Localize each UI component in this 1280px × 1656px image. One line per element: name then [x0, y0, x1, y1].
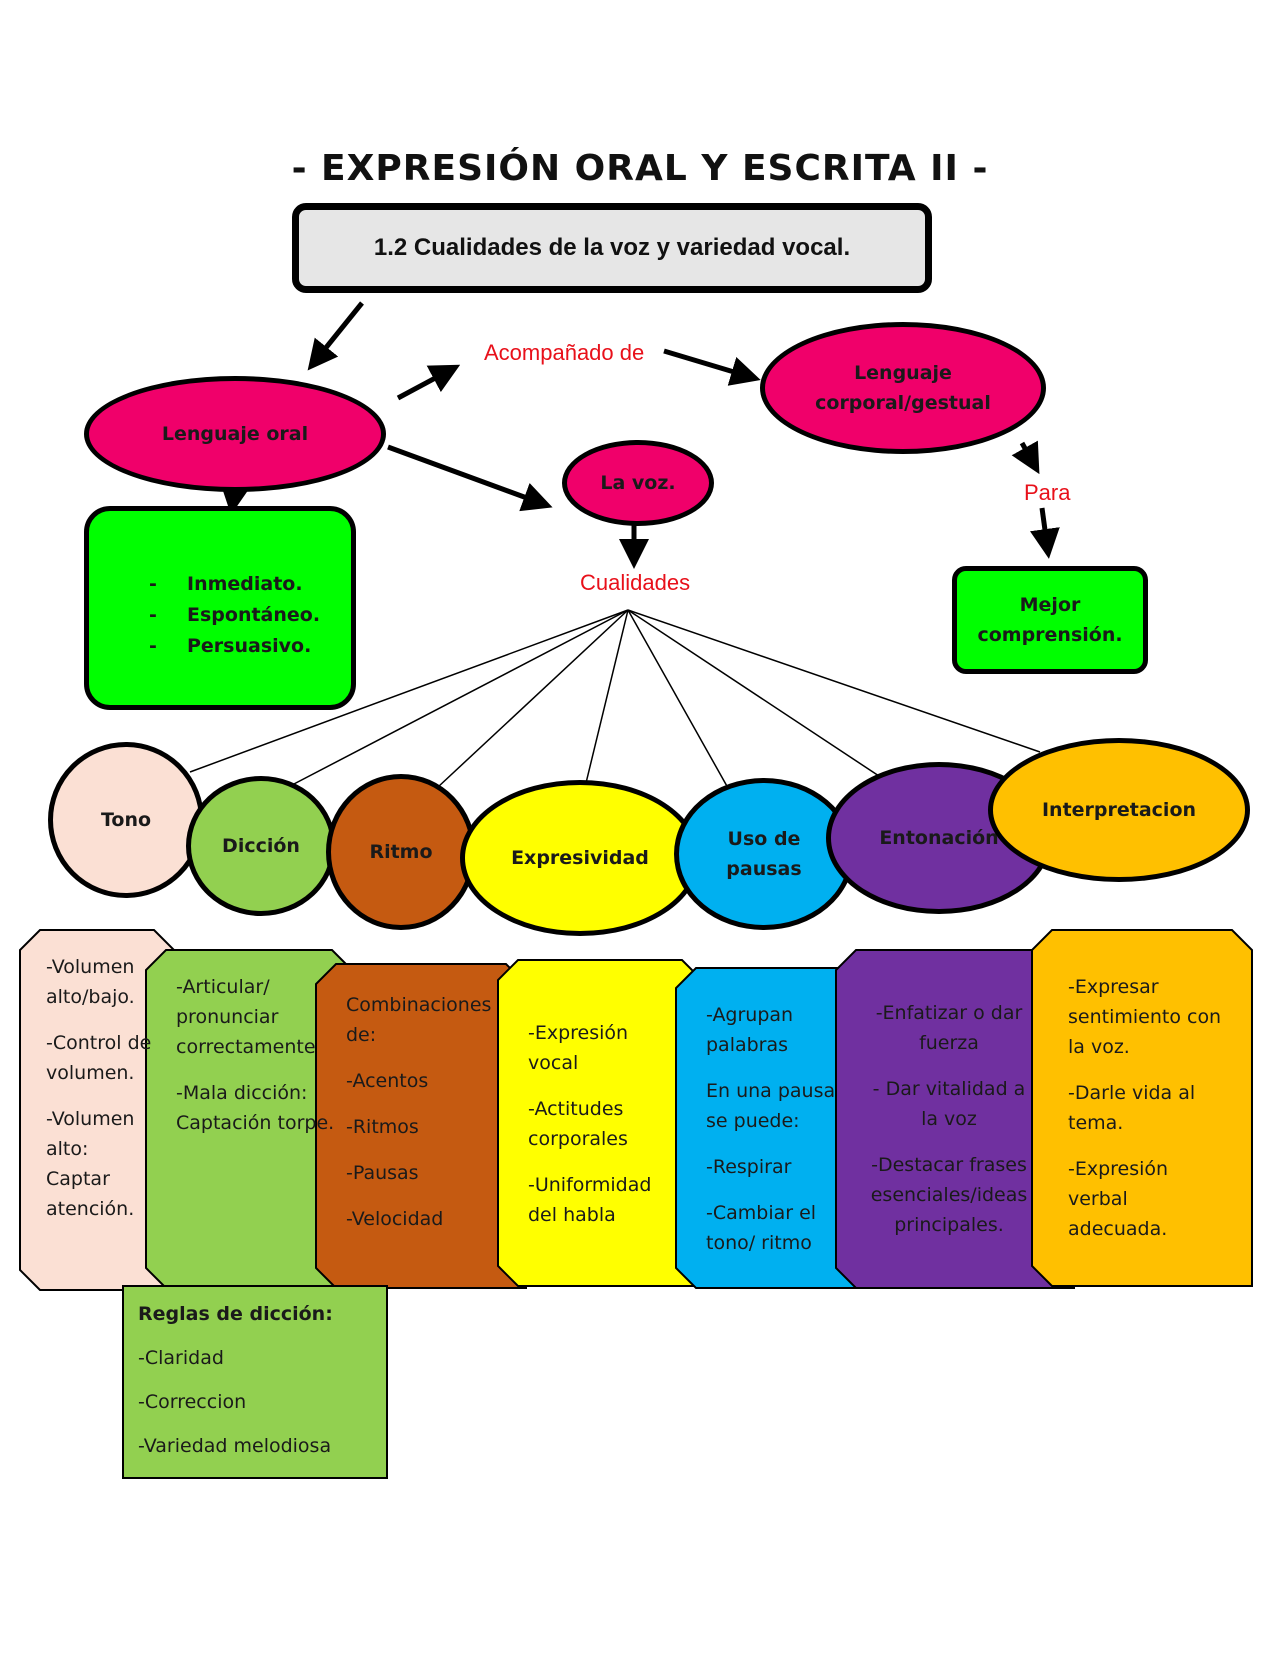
arrow-oral-to-voz — [387, 444, 553, 512]
node-lenguaje-oral: Lenguaje oral — [84, 376, 386, 492]
diccion-rule: -Correccion — [138, 1391, 247, 1413]
detail-text: -Expresión vocal — [528, 1022, 629, 1074]
quality-tono: Tono — [48, 742, 204, 898]
quality-expresividad: Expresividad — [460, 780, 700, 936]
detail-text: -Ritmos — [346, 1116, 419, 1138]
detail-card-diccion: -Articular/ pronunciar correctamente -Ma… — [176, 952, 338, 1154]
detail-text: -Actitudes corporales — [528, 1098, 628, 1150]
quality-interpretacion: Interpretacion — [988, 738, 1250, 882]
detail-text: -Pausas — [346, 1162, 419, 1184]
oral-features-box: - Inmediato. - Espontáneo. - Persuasivo. — [84, 506, 356, 710]
detail-text: -Uniformidad del habla — [528, 1174, 652, 1226]
detail-card-pausas: -Agrupan palabras En una pausa se puede:… — [706, 980, 836, 1274]
oral-feature-text: Inmediato. — [187, 573, 303, 595]
detail-card-shape-interpretacion — [1031, 929, 1253, 1287]
topic-box: 1.2 Cualidades de la voz y variedad voca… — [292, 203, 932, 293]
quality-uso-de-pausas: Uso de pausas — [674, 778, 854, 930]
arrow-acompanado-to-corporal — [663, 348, 761, 386]
fan-line-diccion — [291, 609, 629, 786]
detail-text: -Respirar — [706, 1156, 792, 1178]
detail-text: -Volumen alto: Captar atención. — [46, 1108, 135, 1220]
fan-line-interpretacion — [627, 609, 1041, 753]
detail-text: -Articular/ pronunciar correctamente — [176, 976, 316, 1058]
detail-text: -Darle vida al tema. — [1068, 1082, 1196, 1134]
oral-features-list: - Inmediato. - Espontáneo. - Persuasivo. — [149, 569, 351, 662]
detail-text: -Control de volumen. — [46, 1032, 152, 1084]
detail-text: -Enfatizar o dar fuerza — [875, 1002, 1023, 1054]
detail-text: -Volumen alto/bajo. — [46, 956, 135, 1008]
node-lenguaje-corporal: Lenguaje corporal/gestual — [760, 322, 1046, 454]
detail-text: -Destacar frases esenciales/ideas princi… — [870, 1154, 1028, 1236]
arrow-para-to-mejor — [1030, 507, 1060, 559]
diccion-rules-heading: Reglas de dicción: — [138, 1303, 333, 1325]
detail-text: -Expresión verbal adecuada. — [1068, 1158, 1169, 1240]
detail-card-expresividad: -Expresión vocal -Actitudes corporales -… — [528, 998, 678, 1246]
oral-feature-text: Espontáneo. — [187, 604, 321, 626]
oral-feature-text: Persuasivo. — [187, 635, 312, 657]
oral-feature: - Espontáneo. — [149, 600, 351, 631]
detail-text: - Dar vitalidad a la voz — [872, 1078, 1026, 1130]
fan-line-expresividad — [585, 609, 629, 784]
bullet-dash: - — [149, 635, 157, 657]
qualities-fan-lines — [189, 609, 1041, 789]
detail-text: -Acentos — [346, 1070, 429, 1092]
bullet-dash: - — [149, 573, 157, 595]
detail-text: -Expresar sentimiento con la voz. — [1068, 976, 1222, 1058]
detail-card-ritmo: Combinaciones de: -Acentos -Ritmos -Paus… — [346, 970, 502, 1250]
detail-text: -Velocidad — [346, 1208, 444, 1230]
quality-ritmo: Ritmo — [326, 774, 476, 930]
detail-card-tono: -Volumen alto/bajo. -Control de volumen.… — [46, 932, 152, 1240]
diccion-rule: -Claridad — [138, 1347, 224, 1369]
diccion-rules-box: Reglas de dicción: -Claridad -Correccion… — [122, 1285, 388, 1479]
arrow-corporal-to-para — [1011, 440, 1040, 475]
oral-feature: - Persuasivo. — [149, 631, 351, 662]
detail-text: -Cambiar el tono/ ritmo — [706, 1202, 817, 1254]
detail-text: En una pausa se puede: — [706, 1080, 836, 1132]
oral-feature: - Inmediato. — [149, 569, 351, 600]
label-para: Para — [1024, 480, 1071, 505]
quality-diccion: Dicción — [186, 776, 336, 916]
fan-line-tono — [189, 609, 629, 773]
fan-line-ritmo — [437, 609, 629, 788]
arrow-topic-to-oral — [307, 301, 364, 371]
node-la-voz: La voz. — [562, 440, 714, 526]
detail-text: Combinaciones de: — [346, 994, 492, 1046]
detail-card-entonacion: -Enfatizar o dar fuerza - Dar vitalidad … — [868, 978, 1030, 1256]
arrow-oral-to-acompanado — [396, 364, 461, 401]
detail-text: -Mala dicción: Captación torpe. — [176, 1082, 335, 1134]
diccion-rule: -Variedad melodiosa — [138, 1435, 332, 1457]
fan-line-pausas — [627, 609, 729, 789]
mejor-comprension-box: Mejor comprensión. — [952, 566, 1148, 674]
detail-text: -Agrupan palabras — [706, 1004, 794, 1056]
page-title: - EXPRESIÓN ORAL Y ESCRITA II - — [291, 148, 989, 189]
bullet-dash: - — [149, 604, 157, 626]
label-cualidades: Cualidades — [580, 570, 691, 595]
fan-line-entonacion — [627, 609, 883, 779]
detail-card-interpretacion: -Expresar sentimiento con la voz. -Darle… — [1068, 952, 1232, 1260]
label-acompanado: Acompañado de — [484, 340, 645, 365]
